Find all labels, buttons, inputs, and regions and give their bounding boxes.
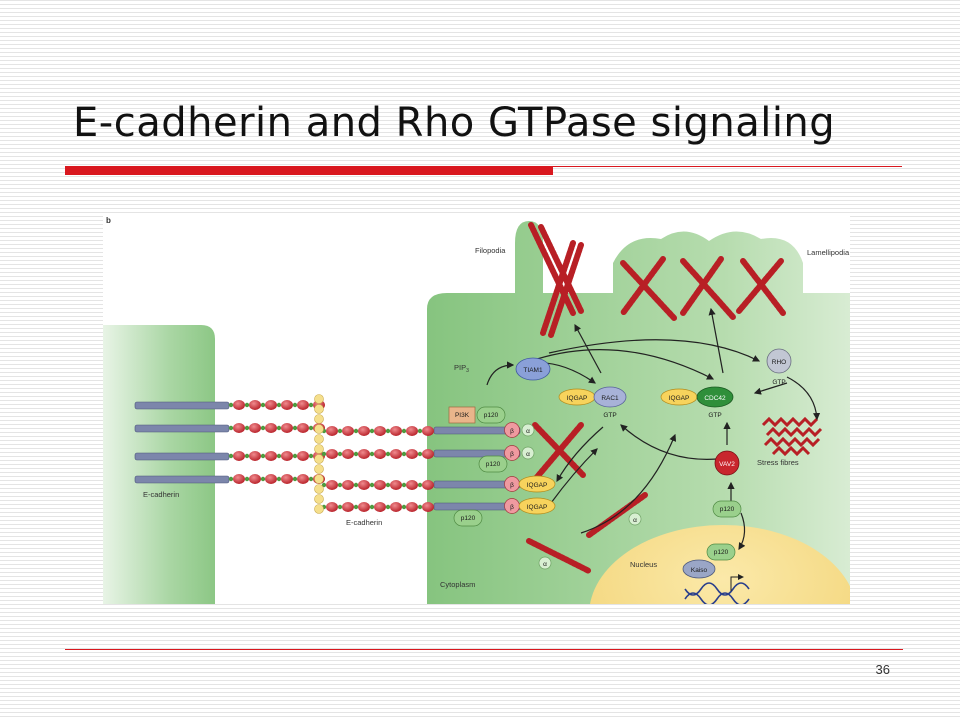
- cadherin-bead-chains: [228, 400, 434, 512]
- beta-label-1: β: [510, 428, 514, 435]
- slide-title: E-cadherin and Rho GTPase signaling: [73, 100, 836, 146]
- p120-group: [453, 406, 742, 561]
- footer-line: [65, 649, 903, 650]
- p120-label-4: p120: [720, 506, 735, 513]
- label-lamellipodia: Lamellipodia: [807, 248, 850, 257]
- alpha-label-4: α: [543, 561, 547, 568]
- cdc42-gtp-label: GTP: [708, 412, 721, 419]
- kaiso-protein: [682, 559, 716, 579]
- rac1-label: RAC1: [601, 395, 619, 402]
- pi3k-box: [448, 406, 476, 424]
- alpha-label-2: α: [526, 451, 530, 458]
- beta-label-2: β: [510, 451, 514, 458]
- label-e-cadherin-mid: E-cadherin: [346, 518, 382, 527]
- cdc42-label: CDC42: [704, 395, 726, 402]
- alpha-catenins: [521, 423, 642, 570]
- p120-label-5: p120: [714, 549, 729, 556]
- beta-label-3: β: [510, 482, 514, 489]
- calcium-bead-column: [314, 394, 324, 514]
- kaiso-label: Kaiso: [691, 567, 708, 574]
- tiam1-label: TIAM1: [523, 367, 543, 374]
- signaling-diagram: b Filopodia Lamellipodia Stress fibres N…: [103, 213, 850, 604]
- nucleus: [590, 525, 850, 604]
- p120-label-1: p120: [484, 412, 499, 419]
- cadherin-rods-right: [433, 426, 521, 511]
- vav2-protein: [714, 450, 740, 476]
- left-cell: [103, 325, 215, 604]
- actin-filaments-lamellipodia: [620, 256, 786, 322]
- rac1-protein: [593, 386, 627, 408]
- alpha-label-3: α: [633, 517, 637, 524]
- label-filopodia: Filopodia: [475, 246, 506, 255]
- label-e-cadherin-left: E-cadherin: [143, 490, 179, 499]
- label-cytoplasm: Cytoplasm: [440, 580, 475, 589]
- p120-label-3: p120: [461, 515, 476, 522]
- signaling-arrows: [486, 307, 821, 551]
- label-nucleus: Nucleus: [630, 560, 657, 569]
- pi3k-label: PI3K: [455, 412, 470, 419]
- label-stress-fibres: Stress fibres: [757, 458, 799, 467]
- beta-label-4: β: [510, 504, 514, 511]
- iqgap-label-1: IQGAP: [527, 482, 548, 489]
- panel-label: b: [106, 216, 111, 225]
- iqgap-label-3: IQGAP: [567, 395, 588, 402]
- title-underline-line: [553, 166, 902, 167]
- iqgap-label-4: IQGAP: [669, 395, 690, 402]
- transcription-arrow: [730, 574, 744, 591]
- title-underline-bar: [65, 166, 553, 175]
- iqgap-proteins: [518, 388, 698, 515]
- iqgap-label-2: IQGAP: [527, 504, 548, 511]
- rho-label: RHO: [772, 359, 786, 366]
- vav2-label: VAV2: [719, 461, 735, 468]
- alpha-label-1: α: [526, 428, 530, 435]
- cdc42-protein: [696, 386, 734, 408]
- tiam1-protein: [515, 357, 551, 381]
- rac1-gtp-label: GTP: [603, 412, 616, 419]
- rho-protein: [766, 348, 792, 374]
- page-number: 36: [875, 662, 890, 677]
- actin-filaments-filopodia: [528, 222, 584, 338]
- dna-helix: [684, 582, 750, 604]
- p120-label-2: p120: [486, 461, 501, 468]
- stress-fibres: [761, 416, 823, 457]
- cadherin-rods-left: [134, 401, 230, 484]
- rho-gtp-label: GTP: [772, 379, 785, 386]
- label-pip3: PIP3: [454, 363, 469, 374]
